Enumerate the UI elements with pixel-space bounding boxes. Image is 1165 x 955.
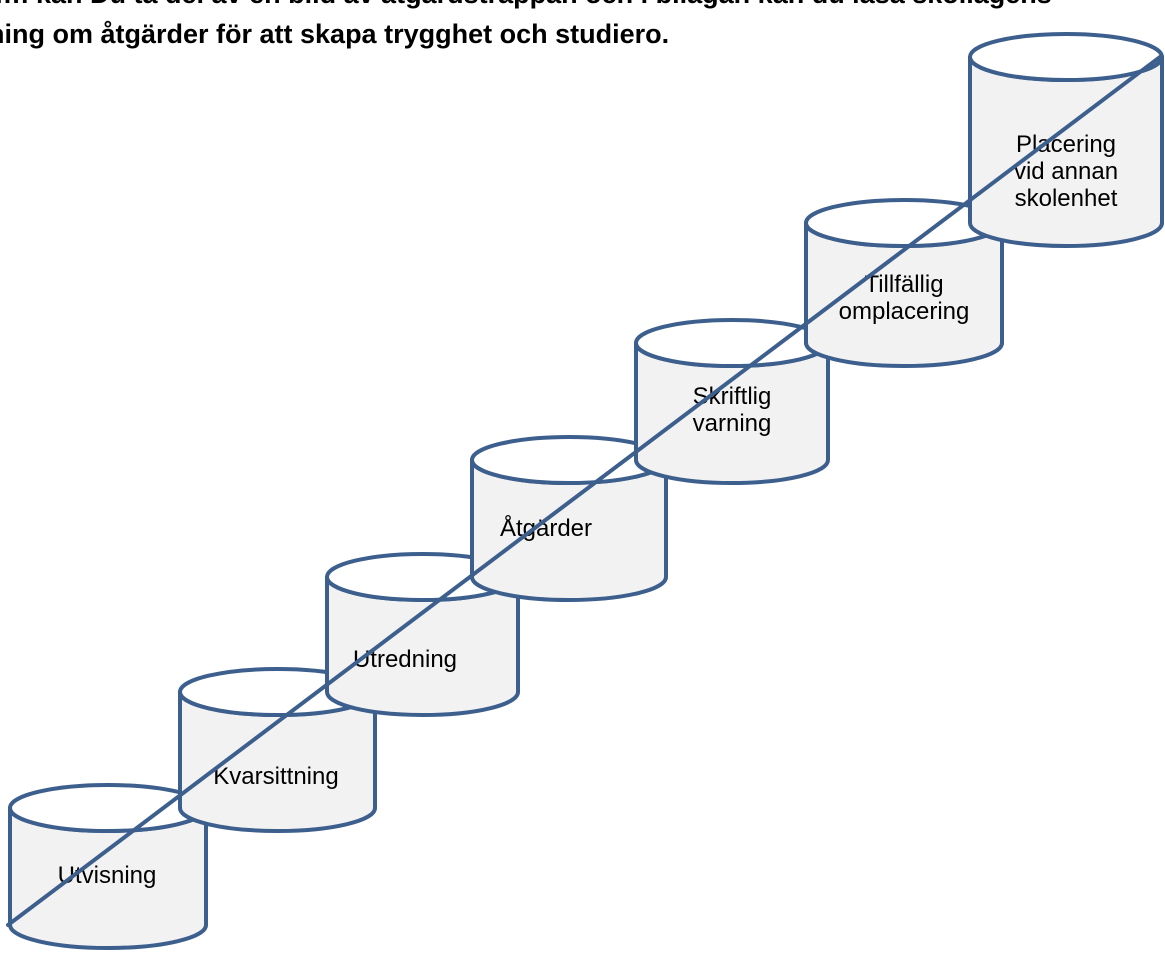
step-cylinder: Åtgärder	[470, 435, 668, 602]
step-label: Utredning	[353, 646, 457, 673]
cylinder-top	[8, 783, 208, 833]
step-label: Tillfällig	[864, 271, 943, 298]
cylinder-top	[968, 32, 1164, 82]
intro-line-2: ning om åtgärder för att skapa trygghet …	[0, 19, 670, 49]
diagonal-stair-line	[6, 55, 1162, 927]
step-label: skolenhet	[1015, 185, 1118, 212]
step-label: vid annan	[1014, 158, 1118, 185]
intro-text: …i kan Du ta del av en bild av åtgärdstr…	[0, 0, 1165, 54]
step-label: omplacering	[839, 298, 970, 325]
step-label: varning	[693, 410, 772, 437]
step-label: Kvarsittning	[213, 763, 338, 790]
intro-line-1: …i kan Du ta del av en bild av åtgärdstr…	[0, 0, 1165, 14]
step-label: Skriftlig	[693, 383, 772, 410]
step-cylinder: Utvisning	[8, 783, 208, 950]
